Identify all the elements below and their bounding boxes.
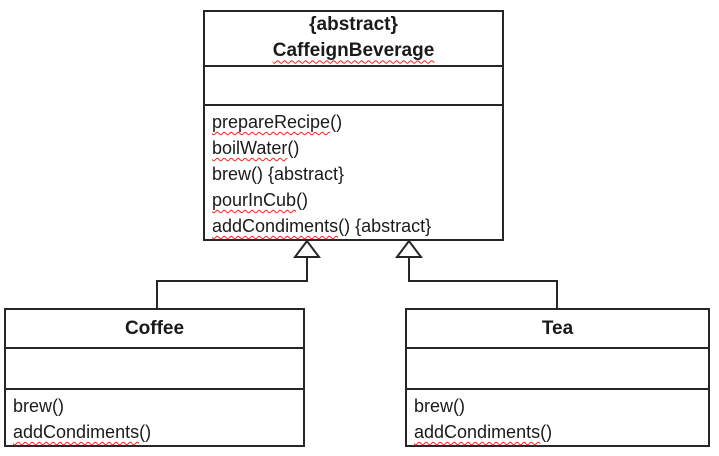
class-title-compartment: Coffee xyxy=(6,310,303,347)
method-name: pourInCub xyxy=(212,190,297,210)
method-pour-in-cub: pourInCub() xyxy=(212,187,496,213)
method-boil-water: boilWater() xyxy=(212,135,496,161)
attributes-compartment xyxy=(205,64,502,105)
inheritance-arrowhead-icon xyxy=(293,239,321,258)
method-name: addCondiments xyxy=(212,216,339,236)
method-suffix: () {abstract} xyxy=(251,164,345,184)
connector-line-coffee xyxy=(156,257,308,308)
method-suffix: () xyxy=(296,190,309,210)
connector-line-tea xyxy=(408,257,558,308)
method-name: brew xyxy=(13,396,53,416)
method-name: brew xyxy=(414,396,454,416)
attributes-compartment xyxy=(407,347,708,388)
class-stereotype: {abstract} xyxy=(309,14,398,36)
methods-compartment: prepareRecipe() boilWater() brew() {abst… xyxy=(205,104,502,239)
method-suffix: () xyxy=(330,112,343,132)
inheritance-arrowhead-icon xyxy=(395,239,423,258)
method-name: addCondiments xyxy=(414,422,541,442)
class-name: Tea xyxy=(541,317,574,339)
method-suffix: () xyxy=(287,138,300,158)
class-box-tea: Tea brew() addCondiments() xyxy=(405,308,710,447)
methods-compartment: brew() addCondiments() xyxy=(407,388,708,445)
method-prepare-recipe: prepareRecipe() xyxy=(212,109,496,135)
class-box-caffeign-beverage: {abstract} CaffeignBeverage prepareRecip… xyxy=(203,10,504,241)
method-suffix: () xyxy=(52,396,65,416)
method-brew: brew() xyxy=(13,393,297,419)
method-add-condiments: addCondiments() xyxy=(13,419,297,445)
methods-compartment: brew() addCondiments() xyxy=(6,388,303,445)
class-box-coffee: Coffee brew() addCondiments() xyxy=(4,308,305,447)
class-title-compartment: Tea xyxy=(407,310,708,347)
class-name: Coffee xyxy=(124,317,185,339)
inheritance-connector-coffee xyxy=(156,239,321,308)
class-name: CaffeignBeverage xyxy=(272,40,435,62)
method-add-condiments: addCondiments() xyxy=(414,419,702,445)
method-brew: brew() {abstract} xyxy=(212,161,496,187)
method-name: brew xyxy=(212,164,252,184)
method-name: addCondiments xyxy=(13,422,140,442)
inheritance-connector-tea xyxy=(395,239,558,308)
class-title-compartment: {abstract} CaffeignBeverage xyxy=(205,12,502,65)
method-add-condiments: addCondiments() {abstract} xyxy=(212,213,496,239)
method-name: boilWater xyxy=(212,138,288,158)
method-suffix: () {abstract} xyxy=(338,216,432,236)
method-suffix: () xyxy=(453,396,466,416)
attributes-compartment xyxy=(6,347,303,388)
method-brew: brew() xyxy=(414,393,702,419)
method-suffix: () xyxy=(540,422,553,442)
method-name: prepareRecipe xyxy=(212,112,331,132)
method-suffix: () xyxy=(139,422,152,442)
